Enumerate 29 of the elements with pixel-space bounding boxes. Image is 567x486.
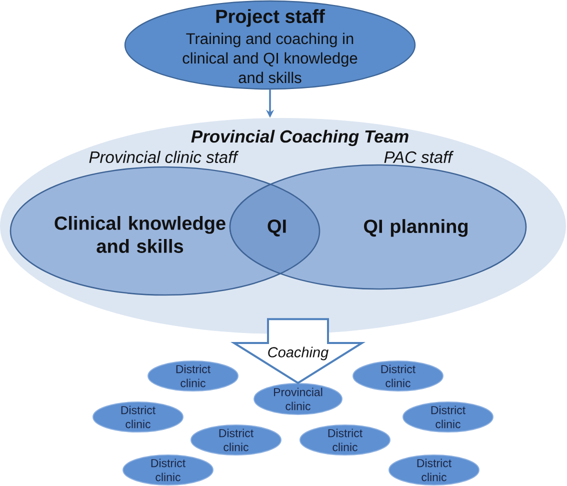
oval-node	[300, 424, 390, 456]
oval-node	[190, 424, 282, 456]
overlap-label: QI	[268, 219, 286, 236]
node-text: District clinic	[381, 364, 416, 388]
edge-label: Coaching	[266, 346, 330, 361]
overlap-lens	[229, 184, 320, 274]
venn-heading: Provincial clinic staff	[89, 150, 239, 164]
venn-label: QI planning	[364, 219, 468, 237]
oval-node	[352, 360, 444, 392]
node-text: District clinic	[417, 458, 452, 482]
node-text: District clinic	[151, 458, 186, 482]
venn-heading: PAC staff	[384, 150, 454, 164]
node-text: District clinic	[121, 406, 156, 428]
group-title: Provincial Coaching Team	[191, 130, 408, 146]
node-heading: Project staff	[216, 9, 325, 27]
node-text: District clinic	[431, 406, 466, 428]
node-text: District clinic	[176, 364, 210, 388]
node-text: District clinic	[219, 428, 254, 452]
oval-node	[254, 382, 342, 415]
oval-node	[122, 454, 214, 486]
oval-node	[148, 360, 238, 392]
node-text: Training and coaching in clinical and QI knowledge and skills	[182, 32, 358, 84]
oval-node	[402, 401, 494, 432]
oval-node	[92, 401, 184, 432]
oval-node	[388, 454, 480, 486]
venn-label: Clinical knowledge and skills	[54, 216, 226, 253]
node-text: District clinic	[328, 428, 362, 452]
oval-node	[124, 0, 416, 90]
node-text: Provincial clinic	[274, 388, 322, 410]
